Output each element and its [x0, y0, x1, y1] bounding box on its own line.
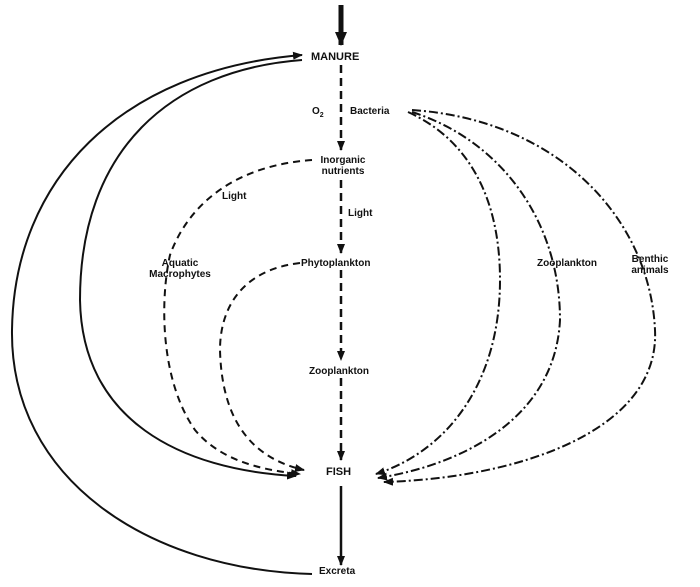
nutrients-line-2: nutrients: [321, 166, 365, 177]
node-phytoplankton: Phytoplankton: [301, 258, 371, 269]
benthic-line-1: Benthic: [631, 254, 669, 265]
phytoplankton-to-fish-arrow: [218, 262, 305, 472]
node-aquatic-macrophytes: Aquatic Macrophytes: [140, 258, 220, 280]
macrophytes-line-2: Macrophytes: [149, 269, 211, 280]
macrophytes-to-fish-arrow: [163, 159, 313, 478]
manure-to-fish-arrow: [78, 59, 303, 480]
o2-subscript: 2: [319, 112, 324, 119]
node-zooplankton-center: Zooplankton: [309, 366, 369, 377]
label-light-left: Light: [222, 191, 247, 202]
node-benthic-animals: Benthic animals: [620, 254, 680, 276]
node-inorganic-nutrients: Inorganic nutrients: [315, 155, 371, 177]
node-excreta: Excreta: [319, 566, 356, 577]
bacteria-zooplankton-to-fish-arrow: [377, 111, 562, 481]
o2-text: O: [312, 106, 320, 117]
nutrients-line-1: Inorganic: [320, 155, 366, 166]
bacteria-benthic-to-fish-arrow: [383, 109, 657, 486]
excreta-to-manure-arrow: [10, 51, 313, 575]
macrophytes-line-1: Aquatic: [161, 258, 199, 269]
bacteria-to-fish-arrow: [375, 111, 502, 476]
node-zooplankton-right: Zooplankton: [537, 258, 597, 269]
benthic-line-2: animals: [631, 265, 669, 276]
node-manure: MANURE: [311, 51, 360, 63]
node-fish: FISH: [326, 466, 352, 478]
label-o2: O2: [312, 106, 324, 121]
label-light-center: Light: [348, 208, 373, 219]
node-bacteria: Bacteria: [350, 106, 390, 117]
